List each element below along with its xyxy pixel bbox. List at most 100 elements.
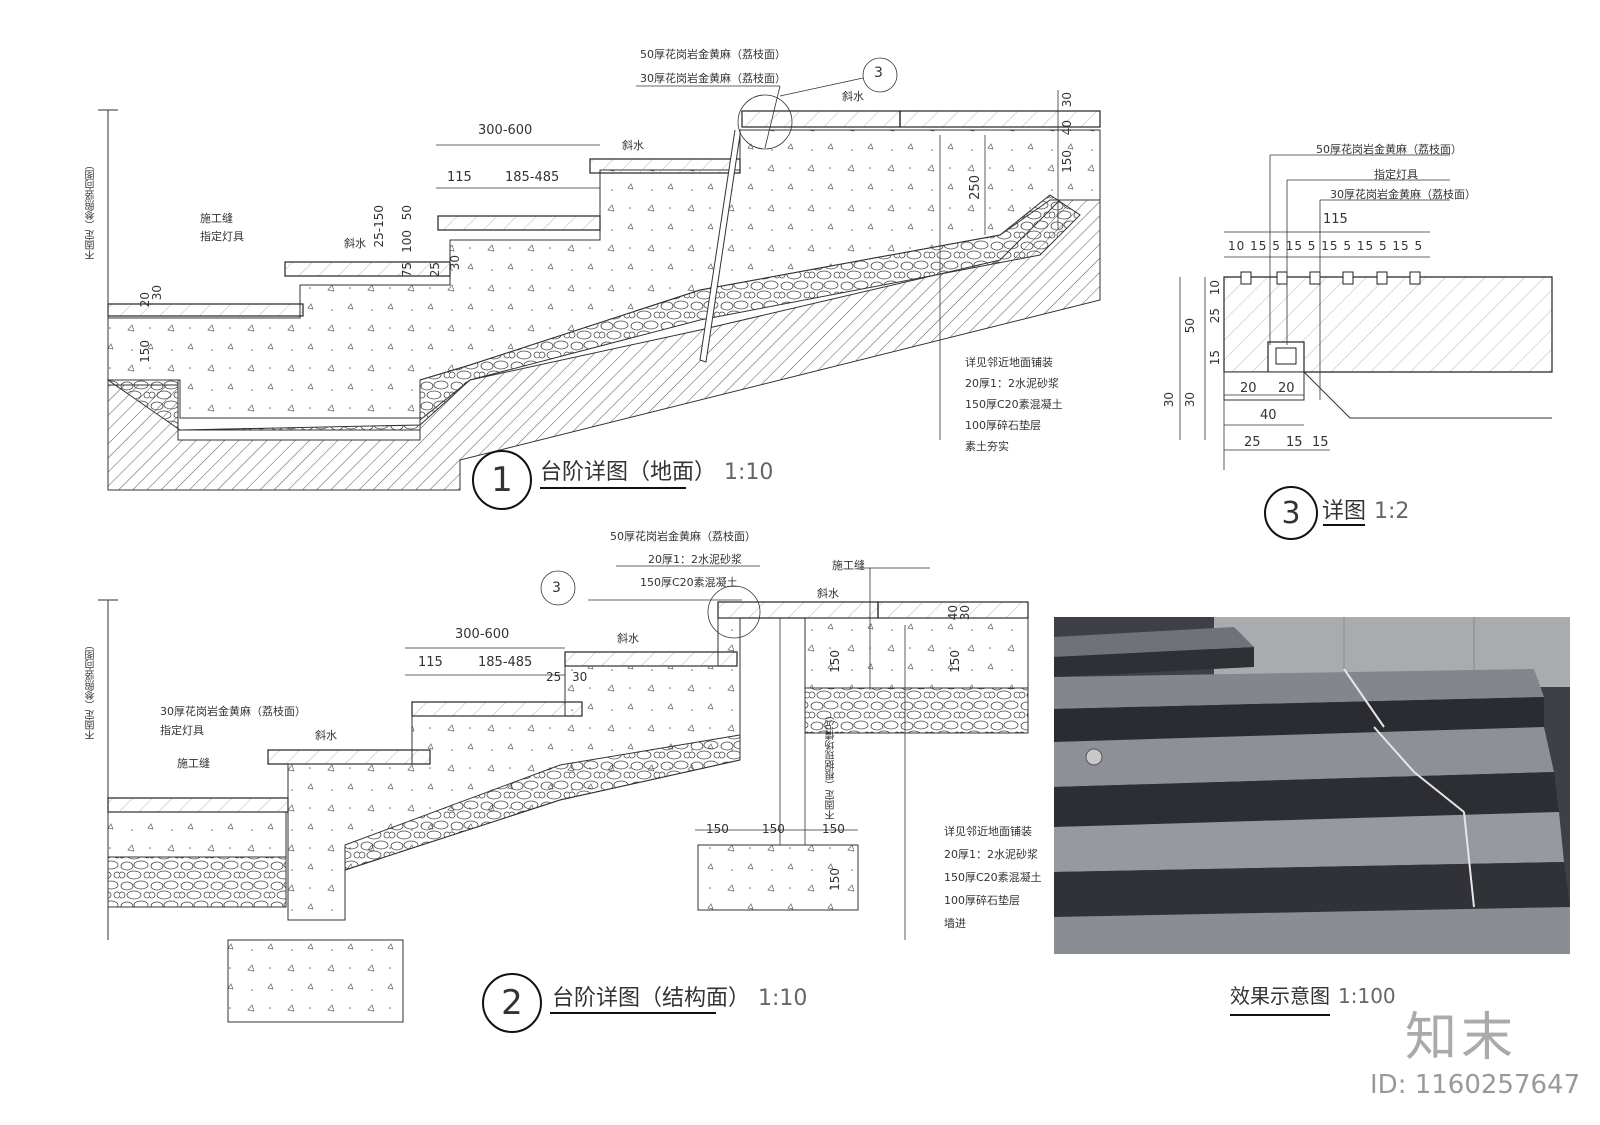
d2-dim-30b: 30 [958, 605, 972, 621]
d2-dim-30: 30 [572, 670, 588, 684]
d2-label-slope2: 斜水 [617, 632, 639, 645]
d3-title-text: 详图 [1322, 499, 1367, 524]
detail2-drawing [98, 565, 1029, 1023]
d3-dim-top-9: 15 [1392, 239, 1410, 253]
d3-dim-h15b: 15 [1312, 435, 1329, 450]
d2-dim-185: 185-485 [478, 655, 533, 670]
d2-title: 台阶详图（结构面）1:10 [552, 980, 807, 1012]
detail3-drawing [1179, 154, 1553, 526]
photo-title-scale: 1:100 [1338, 984, 1396, 1008]
d1-dim-30b: 30 [1060, 92, 1074, 108]
d1-label-side: 不固定（参照竖向图） [86, 160, 97, 260]
d1-layer3: 150厚C20素混凝土 [965, 398, 1063, 411]
d1-dim-30: 30 [448, 255, 462, 271]
d1-dim-300: 300-600 [478, 123, 533, 138]
detail1-drawing [98, 57, 1101, 491]
d3-dim-top-10: 5 [1414, 239, 1424, 253]
d1-dim-25: 25 [428, 262, 442, 278]
d3-dim-h20a: 20 [1240, 381, 1257, 396]
d3-dim-top-2: 5 [1272, 239, 1281, 253]
d3-dim-h15a: 15 [1286, 435, 1303, 450]
d2-label-slope3: 斜水 [315, 729, 337, 742]
d1-dim-75: 75 [400, 262, 414, 278]
d3-dim-v15: 15 [1208, 350, 1222, 366]
d2-label-joint-top: 施工缝 [832, 559, 865, 572]
d2-dim-25: 25 [546, 670, 562, 684]
watermark-id: ID: 1160257647 [1370, 1070, 1581, 1100]
d2-label-lamp: 指定灯具 [160, 724, 204, 737]
d1-dim-150b: 150 [138, 340, 152, 363]
d1-label-top1: 50厚花岗岩金黄麻（荔枝面） [640, 48, 786, 61]
d2-dim-150f: 150 [828, 868, 842, 891]
d2-label-joint: 施工缝 [177, 757, 210, 770]
photo-title-text: 效果示意图 [1230, 984, 1330, 1008]
d3-dim-top-4: 5 [1307, 239, 1317, 253]
d2-dim-300: 300-600 [455, 627, 510, 642]
d3-dim-h25: 25 [1244, 435, 1261, 450]
d1-label-slope2: 斜水 [622, 139, 644, 152]
d1-layer4: 100厚碎石垫层 [965, 419, 1041, 432]
d1-label-slope3: 斜水 [344, 237, 366, 250]
d3-dim-top-7: 15 [1356, 239, 1375, 253]
d1-dim-30c: 30 [150, 285, 164, 301]
d3-label-l3: 30厚花岗岩金黄麻（荔枝面） [1330, 188, 1476, 201]
d3-dim-v10: 10 [1208, 280, 1222, 296]
watermark-brand: 知末 [1405, 1008, 1518, 1068]
d2-label-stone: 30厚花岗岩金黄麻（荔枝面） [160, 705, 306, 718]
d3-title-scale: 1:2 [1374, 499, 1410, 524]
d2-dim-115: 115 [418, 655, 443, 670]
d2-dim-150a: 150 [828, 650, 842, 673]
d1-dim-40: 40 [1060, 120, 1074, 136]
d1-dim-185: 185-485 [505, 170, 560, 185]
d1-dim-100: 100 [400, 230, 414, 253]
stair-photo-illustration [1054, 617, 1570, 954]
d3-dim-v25: 25 [1208, 308, 1222, 324]
d2-label-slope1: 斜水 [817, 587, 839, 600]
d1-label-slope1: 斜水 [842, 90, 864, 103]
d3-dim-115: 115 [1323, 212, 1348, 227]
d1-number-circle: 1 [472, 450, 532, 510]
d2-number: 2 [501, 983, 523, 1023]
d1-ref-number: 3 [874, 65, 883, 81]
d2-label-top2: 20厚1：2水泥砂浆 [648, 553, 742, 566]
d1-dim-250: 250 [968, 175, 983, 200]
d3-dim-v30a: 30 [1183, 392, 1197, 408]
d2-label-top1: 50厚花岗岩金黄麻（荔枝面） [610, 530, 756, 543]
d2-layer2: 20厚1：2水泥砂浆 [944, 848, 1038, 861]
d2-number-circle: 2 [482, 973, 542, 1033]
d3-dim-top-1: 15 [1250, 239, 1268, 253]
d1-layer2: 20厚1：2水泥砂浆 [965, 377, 1059, 390]
d2-label-side: 不固定（参照竖向图） [86, 640, 97, 740]
d3-dim-top-5: 15 [1321, 239, 1339, 253]
d2-label-side2: 不固定（根据现场情况） [826, 710, 837, 820]
d1-label-joint: 施工缝 [200, 212, 233, 225]
d1-number: 1 [491, 460, 513, 500]
d1-label-top2: 30厚花岗岩金黄麻（荔枝面） [640, 72, 786, 85]
d3-label-l1: 50厚花岗岩金黄麻（荔枝面） [1316, 143, 1462, 156]
d3-number-circle: 3 [1264, 486, 1318, 540]
d3-dim-top-0: 10 [1228, 239, 1246, 253]
d3-dim-top-3: 15 [1285, 239, 1303, 253]
d3-dim-top-8: 5 [1378, 239, 1388, 253]
d1-layer5: 素土夯实 [965, 440, 1009, 453]
d2-layer1: 详见邻近地面铺装 [944, 825, 1032, 838]
d1-label-lamp: 指定灯具 [200, 230, 244, 243]
d2-dim-150b: 150 [948, 650, 962, 673]
d3-dim-v30b: 30 [1162, 392, 1176, 408]
d2-dim-150e: 150 [822, 822, 845, 836]
d2-layer5: 墙进 [944, 917, 966, 930]
d1-dim-115: 115 [447, 170, 472, 185]
effect-photo [1054, 617, 1570, 954]
d3-label-l2: 指定灯具 [1374, 168, 1418, 181]
d1-layer1: 详见邻近地面铺装 [965, 356, 1053, 369]
d2-label-top3: 150厚C20素混凝土 [640, 576, 738, 589]
d2-dim-150c: 150 [706, 822, 729, 836]
d1-title-scale: 1:10 [724, 460, 774, 485]
d3-number: 3 [1281, 495, 1301, 531]
d1-dim-25150: 25-150 [372, 205, 386, 248]
d2-layer4: 100厚碎石垫层 [944, 894, 1020, 907]
d1-title: 台阶详图（地面）1:10 [540, 454, 773, 486]
d2-dim-150d: 150 [762, 822, 785, 836]
d3-dim-h20b: 20 [1278, 381, 1295, 396]
